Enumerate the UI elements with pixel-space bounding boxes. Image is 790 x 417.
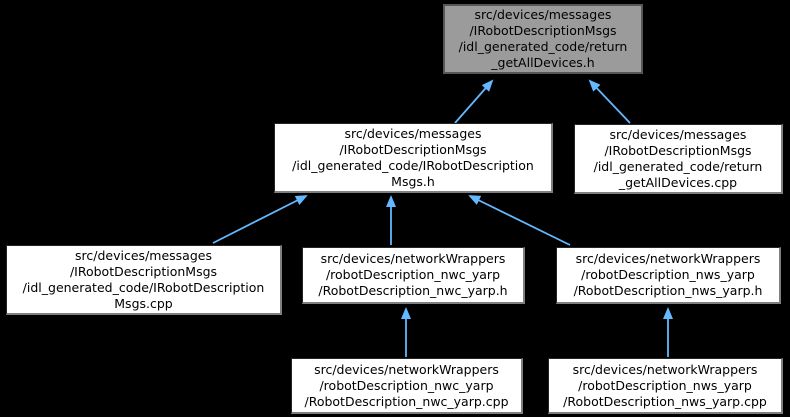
node-irobotdescriptionmsgs-cpp[interactable]: src/devices/messages /IRobotDescriptionM…	[6, 245, 282, 315]
edge-msgs-h-to-return-getalldevices-h	[454, 79, 494, 124]
node-robotdescription-nwc-yarp-h[interactable]: src/devices/networkWrappers /robotDescri…	[302, 247, 525, 304]
node-irobotdescriptionmsgs-h[interactable]: src/devices/messages /IRobotDescriptionM…	[274, 123, 553, 193]
node-return-getalldevices-cpp[interactable]: src/devices/messages /IRobotDescriptionM…	[574, 124, 783, 194]
edge-msgs-cpp-to-msgs-h	[212, 195, 308, 244]
node-return-getalldevices-h[interactable]: src/devices/messages /IRobotDescriptionM…	[443, 4, 643, 74]
node-robotdescription-nws-yarp-h[interactable]: src/devices/networkWrappers /robotDescri…	[556, 247, 781, 304]
edge-nws-yarp-h-to-msgs-h	[468, 195, 571, 246]
edge-return-getalldevices-cpp-to-return-getalldevices-h	[588, 79, 631, 124]
node-robotdescription-nws-yarp-cpp[interactable]: src/devices/networkWrappers /robotDescri…	[548, 358, 783, 414]
node-robotdescription-nwc-yarp-cpp[interactable]: src/devices/networkWrappers /robotDescri…	[291, 358, 523, 414]
